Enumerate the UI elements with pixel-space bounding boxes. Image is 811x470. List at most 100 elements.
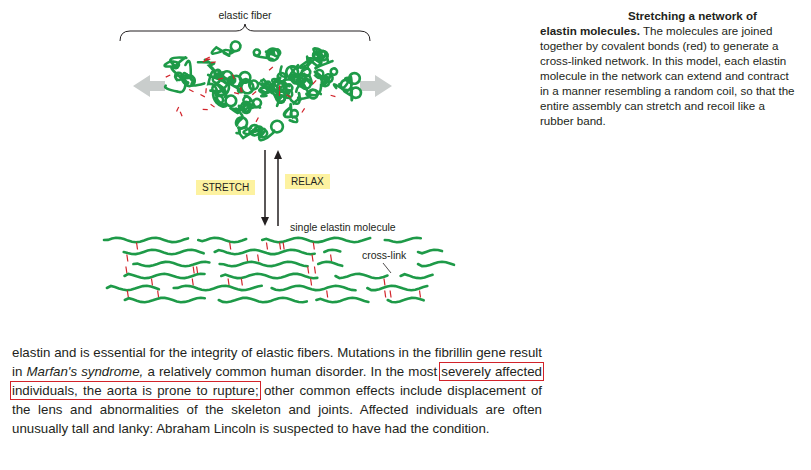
elastin-coil	[285, 88, 300, 103]
caption-body: The molecules are joined together by cov…	[540, 24, 795, 127]
elastin-molecule	[174, 286, 262, 290]
cross-link	[192, 279, 193, 286]
elastin-coil	[284, 104, 298, 122]
cross-link	[240, 87, 241, 92]
elastin-molecule	[198, 238, 246, 242]
cross-link	[230, 243, 231, 250]
elastin-molecule	[220, 262, 308, 266]
cross-link	[166, 75, 171, 77]
cross-link	[390, 291, 391, 298]
elastin-coil	[339, 73, 359, 88]
elastin-molecule	[367, 286, 427, 290]
elastin-molecule	[219, 298, 307, 302]
cross-link	[266, 243, 267, 250]
stretch-arrow	[133, 75, 165, 97]
elastin-coil	[183, 61, 204, 86]
cross-link	[205, 88, 207, 93]
cross-link	[256, 117, 258, 121]
stage-label: STRETCH	[202, 182, 249, 193]
cross-link	[228, 279, 229, 286]
paragraph-text: a relatively common human disorder. In t…	[147, 364, 437, 379]
elastin-coil	[254, 49, 280, 61]
cross-link	[218, 78, 223, 79]
cross-link	[203, 109, 208, 110]
cross-link	[327, 291, 328, 298]
cross-link	[385, 291, 386, 298]
elastin-coil	[290, 65, 312, 85]
cross-link	[286, 95, 290, 97]
elastin-molecule	[388, 298, 424, 302]
cross-link	[420, 291, 421, 298]
elastin-coil	[275, 66, 298, 86]
part-label: single elastin molecule	[290, 221, 396, 233]
bracket	[120, 24, 370, 41]
process-label-box: STRETCH	[196, 180, 255, 195]
cross-link	[312, 255, 313, 262]
cross-link	[283, 243, 284, 250]
cross-link	[177, 107, 179, 112]
cross-link	[313, 80, 316, 84]
elastin-molecule	[104, 238, 188, 242]
elastin-coil	[212, 41, 241, 55]
elastin-coil	[218, 72, 258, 94]
cross-link	[240, 88, 242, 92]
cross-link	[279, 85, 280, 90]
elastin-molecule	[318, 262, 342, 266]
cross-link	[233, 74, 235, 79]
elastin-molecule	[324, 250, 340, 252]
elastin-coil	[165, 57, 187, 67]
elastin-coil	[291, 57, 321, 75]
elastin-coil	[296, 68, 337, 95]
elastin-molecule	[401, 274, 433, 278]
elastin-coil	[212, 85, 236, 107]
cross-link	[279, 91, 280, 96]
cross-link	[158, 291, 159, 298]
paragraph-text: Marfan's syndrome,	[26, 364, 143, 379]
process-arrows	[261, 150, 282, 226]
elastin-molecule	[418, 250, 442, 254]
cross-link	[258, 255, 259, 262]
elastin-molecule	[385, 238, 421, 242]
stretch-arrow	[360, 75, 392, 97]
stage-label: RELAX	[291, 176, 324, 187]
cross-link	[234, 93, 239, 94]
cross-link	[193, 267, 194, 274]
cross-link	[127, 291, 128, 298]
elastin-molecule	[215, 250, 315, 254]
cross-link	[302, 108, 305, 112]
cross-link	[252, 91, 256, 94]
cross-link	[308, 267, 309, 274]
cross-link	[211, 61, 216, 63]
cross-link	[137, 243, 138, 250]
elastin-molecule	[107, 286, 159, 290]
elastin-molecule	[272, 286, 356, 290]
cross-link	[384, 279, 385, 286]
cross-link	[311, 279, 312, 286]
cross-link	[313, 243, 314, 250]
cross-link	[180, 112, 182, 117]
elastin-molecule	[316, 298, 368, 302]
elastin-network	[165, 41, 361, 140]
stretched-elastin	[104, 238, 454, 302]
process-label-box: RELAX	[285, 174, 330, 189]
cross-link	[203, 59, 207, 61]
elastin-molecule	[125, 298, 205, 302]
cross-link	[241, 279, 242, 286]
elastin-coil	[244, 121, 283, 140]
cross-link	[200, 95, 204, 97]
cross-link	[205, 57, 209, 59]
figure-caption: Stretching a network of elastin molecule…	[540, 8, 796, 128]
cross-link	[197, 267, 198, 274]
elastin-molecule	[418, 262, 454, 266]
elastin-coil	[238, 104, 260, 113]
elastin-molecule	[336, 274, 388, 278]
elastin-molecule	[262, 238, 370, 242]
part-label: cross-link	[362, 249, 406, 261]
cross-link	[331, 255, 332, 262]
cross-link	[211, 104, 215, 107]
elastin-coil	[198, 60, 215, 72]
cross-link	[127, 255, 128, 262]
elastin-molecule	[125, 274, 205, 278]
cross-link	[247, 255, 248, 262]
leader-line	[383, 263, 391, 273]
